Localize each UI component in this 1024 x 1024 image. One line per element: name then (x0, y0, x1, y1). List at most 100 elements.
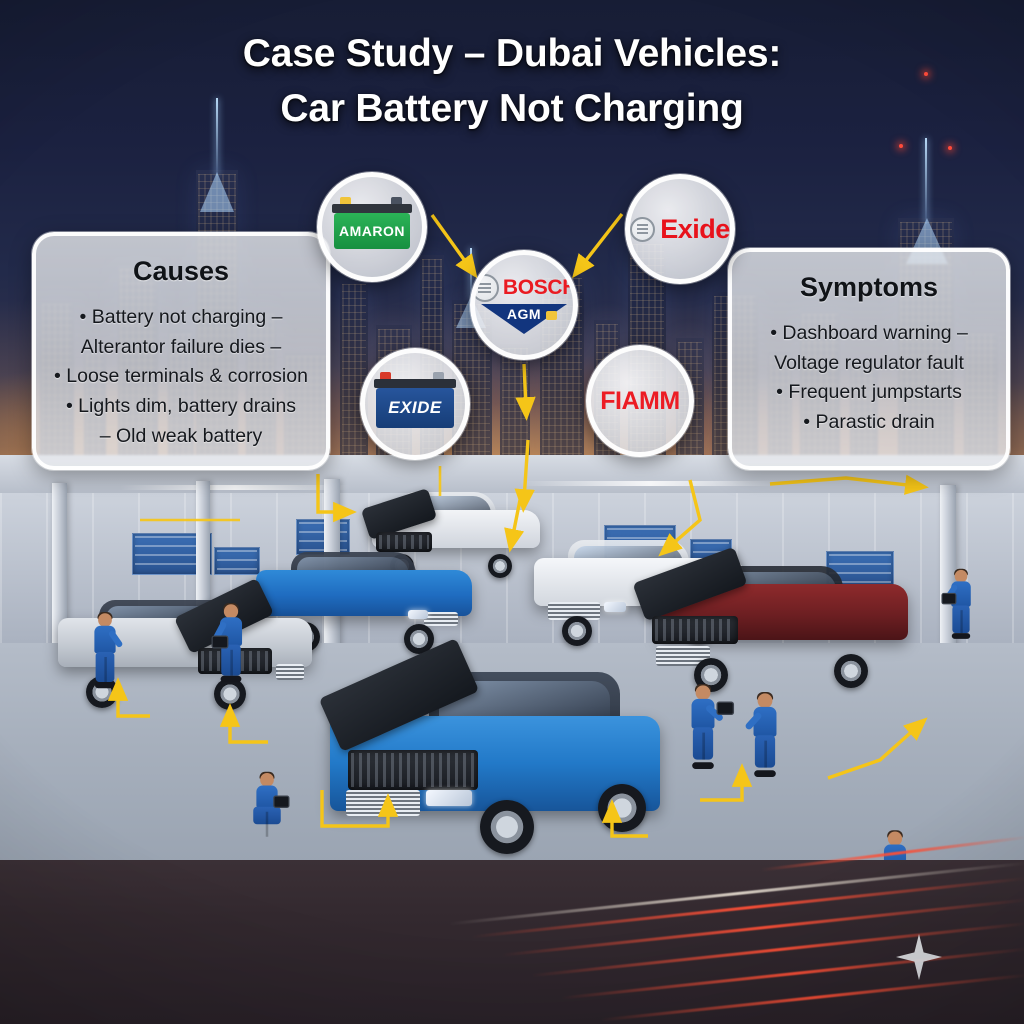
wheel (488, 554, 512, 578)
emblem-bars (637, 228, 649, 230)
shoes (951, 633, 971, 639)
legs (253, 806, 281, 825)
title-line-2: Car Battery Not Charging (280, 87, 744, 131)
mechanic-worker (691, 684, 735, 844)
torso (256, 785, 278, 808)
brand-badge-bosch-agm[interactable]: BOSCH AGM (470, 250, 578, 360)
causes-panel: Causes • Battery not charging – Alterant… (32, 232, 330, 470)
battery-lid (374, 379, 456, 388)
brand-badge-amaron[interactable]: AMARON (317, 172, 427, 282)
shoes (220, 675, 242, 683)
aviation-light (899, 144, 903, 148)
brand-badge-sublabel: AGM (506, 306, 542, 322)
grille (656, 646, 710, 666)
headlight (408, 610, 428, 619)
skyline-tower (540, 274, 584, 470)
brand-badge-exide-battery[interactable]: EXIDE (360, 348, 470, 460)
wheel (562, 616, 592, 646)
wheel (834, 654, 868, 688)
engine-bay (348, 750, 478, 790)
brand-badge-exide-wordmark[interactable]: Exide (625, 174, 735, 284)
wheel (480, 800, 534, 854)
shoes (692, 762, 714, 770)
mechanic-worker (211, 603, 243, 757)
wheel (598, 784, 646, 832)
road-with-light-trails (0, 860, 1024, 1024)
battery-lid (332, 204, 412, 213)
battery-terminal-negative (433, 372, 444, 381)
symptoms-panel: Symptoms • Dashboard warning – Voltage r… (728, 248, 1010, 470)
grille (548, 602, 600, 620)
causes-heading: Causes (132, 256, 230, 286)
battery-case: EXIDE (376, 388, 454, 428)
support-column (940, 485, 956, 690)
battery-terminal-positive (380, 372, 391, 381)
head (954, 569, 968, 583)
battery-icon: EXIDE (374, 372, 456, 428)
shoes (754, 770, 776, 778)
grille (424, 612, 458, 626)
brand-badge-label: Exide (660, 213, 730, 244)
mechanic-worker (94, 612, 124, 761)
shoes (95, 682, 115, 689)
list-item: – Old weak battery (99, 424, 263, 447)
head (260, 773, 274, 787)
diagnostic-tablet (211, 635, 229, 649)
diagnostic-tablet (273, 795, 290, 808)
brand-badge-label: FIAMM (600, 386, 680, 415)
vehicle-dark-red-mercedes-suv (632, 546, 908, 694)
engine-bay (376, 532, 432, 552)
list-item: • Loose terminals & corrosion (54, 365, 308, 388)
tower-spire (216, 98, 218, 176)
agm-spark-icon (546, 311, 557, 320)
headlight (604, 602, 626, 612)
tool-shelf (296, 519, 350, 555)
causes-list: • Battery not charging – Alterantor fail… (50, 303, 312, 451)
grille (276, 664, 304, 680)
mechanic-worker (941, 568, 972, 694)
bay-ceiling-light (120, 485, 350, 490)
battery-terminal-positive (340, 197, 351, 206)
battery-case: AMARON (334, 213, 410, 249)
legs (952, 605, 970, 634)
mechanic-worker (744, 692, 777, 852)
title-line-1: Case Study – Dubai Vehicles: (242, 32, 782, 75)
brand-badge-label: BOSCH (502, 276, 578, 299)
head (98, 613, 112, 627)
aviation-light (948, 146, 952, 150)
brand-badge-label: AMARON (339, 223, 405, 239)
list-item: • Parastic drain (803, 410, 935, 433)
legs (692, 727, 714, 760)
list-item: • Battery not charging – (79, 306, 283, 328)
vehicle-blue-bmw-sedan (256, 552, 472, 656)
tower-spire (925, 138, 927, 224)
legs (754, 735, 776, 768)
brand-badge-fiamm[interactable]: FIAMM (586, 345, 694, 457)
head (887, 831, 903, 846)
head (223, 604, 239, 619)
head (757, 693, 773, 709)
diagnostic-tablet (941, 592, 957, 605)
vehicle-blue-toyota-sedan (318, 638, 660, 854)
mechanic-worker-crouching (253, 771, 290, 863)
headlight (426, 790, 472, 806)
aviation-light (924, 72, 928, 76)
bay-ceiling-light (520, 481, 780, 486)
emblem-bars (478, 287, 492, 289)
list-item: Voltage regulator fault (774, 351, 964, 374)
legs (221, 644, 241, 676)
list-item: • Dashboard warning – (770, 322, 968, 344)
battery-terminal-negative (391, 197, 402, 206)
engine-bay (652, 616, 738, 644)
bosch-emblem-icon (630, 216, 656, 242)
page-title: Case Study – Dubai Vehicles: Car Battery… (0, 26, 1024, 137)
diagnostic-tablet (716, 701, 735, 716)
skyline-tower (340, 280, 368, 470)
symptoms-list: • Dashboard warning – Voltage regulator … (746, 319, 992, 438)
symptoms-heading: Symptoms (799, 272, 939, 302)
battery-icon: AMARON (332, 197, 412, 249)
tool-shelf (214, 547, 260, 575)
legs (95, 652, 115, 682)
list-item: • Lights dim, battery drains (65, 394, 297, 417)
